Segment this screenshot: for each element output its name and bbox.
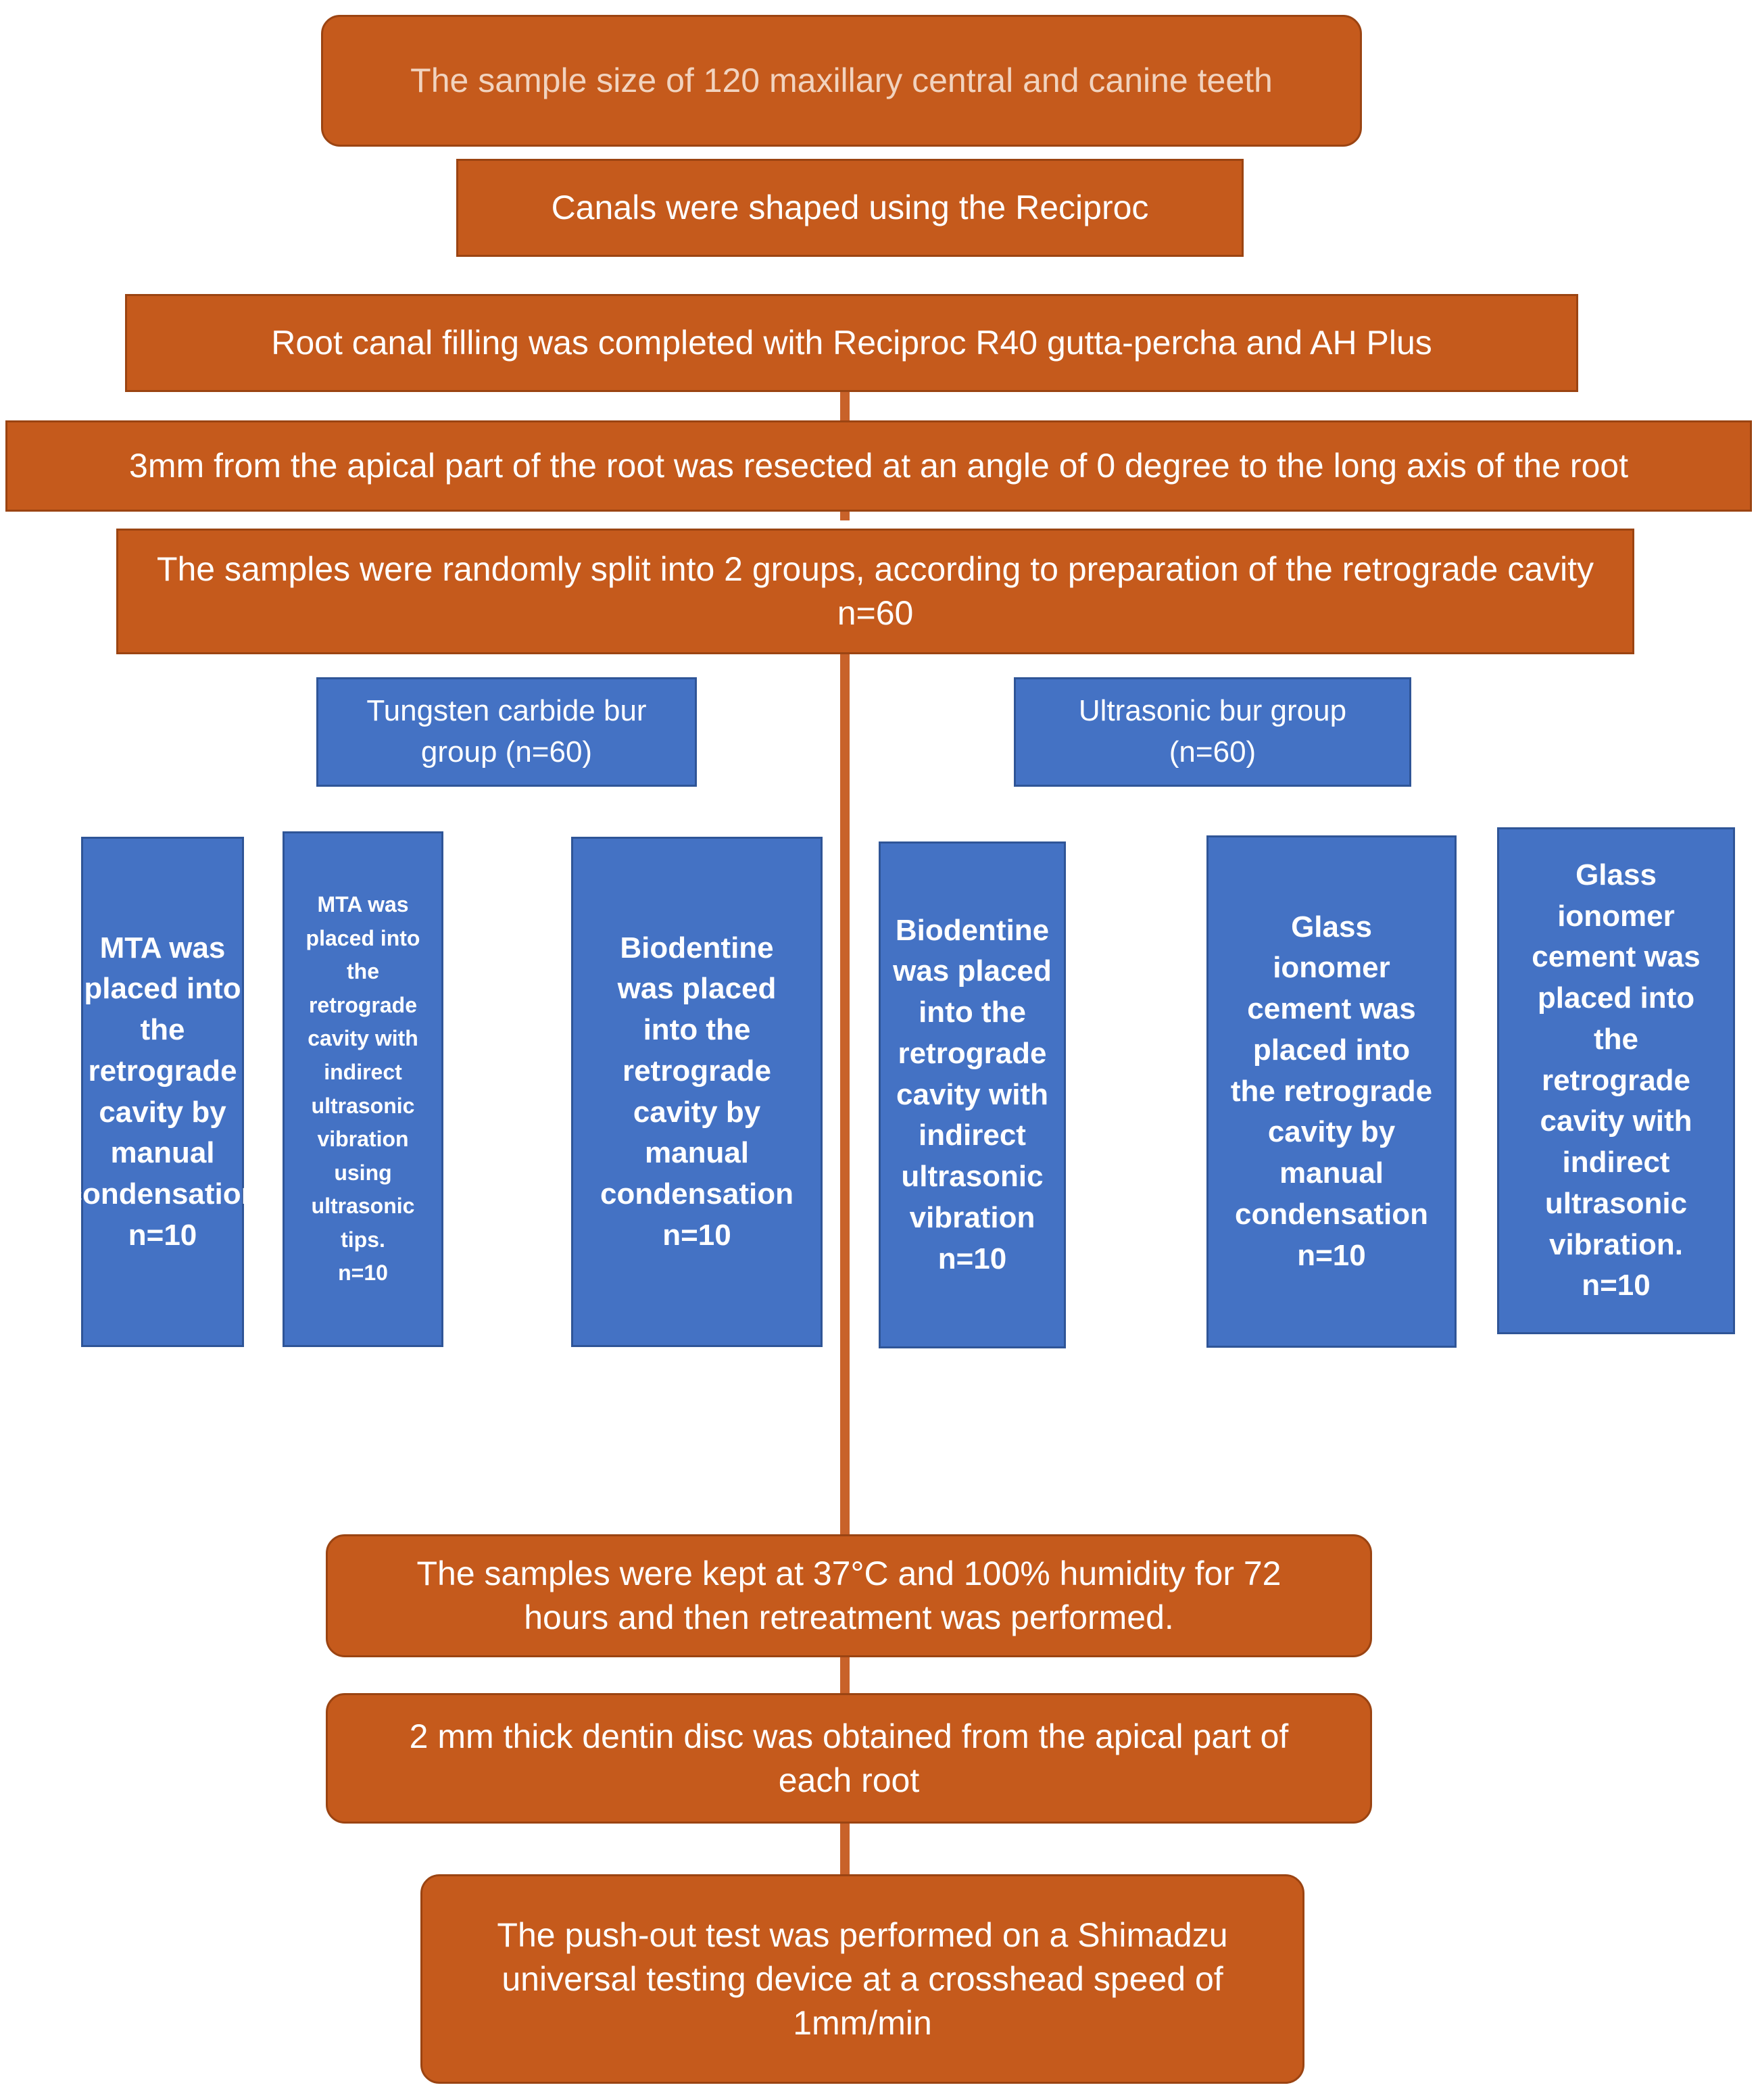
subgroup-gic-manual-text: Glass ionomer cement was placed into the… bbox=[1230, 910, 1433, 1231]
subgroup-mta-manual-text: MTA was placed into the retrograde cavit… bbox=[66, 931, 260, 1211]
subgroup-gic-ultrasonic-text: Glass ionomer cement was placed into the… bbox=[1532, 858, 1701, 1261]
subgroup-mta-ultrasonic: MTA was placed into the retrograde cavit… bbox=[283, 831, 443, 1347]
subgroup-mta-manual-n: n=10 bbox=[128, 1218, 197, 1252]
subgroup-mta-manual: MTA was placed into the retrograde cavit… bbox=[66, 837, 260, 1347]
step-sample-size: The sample size of 120 maxillary central… bbox=[321, 15, 1362, 147]
subgroup-biodentine-manual-n: n=10 bbox=[662, 1218, 731, 1252]
subgroup-biodentine-manual: Biodentine was placed into the retrograd… bbox=[571, 837, 823, 1347]
connector-line-main bbox=[840, 635, 850, 1595]
subgroup-mta-ultrasonic-n: n=10 bbox=[338, 1261, 388, 1286]
subgroup-biodentine-ultrasonic-n: n=10 bbox=[937, 1242, 1007, 1275]
subgroup-gic-manual: Glass ionomer cement was placed into the… bbox=[1206, 835, 1457, 1348]
step-storage-retreatment: The samples were kept at 37°C and 100% h… bbox=[326, 1534, 1372, 1657]
group-tungsten-carbide-bur: Tungsten carbide bur group (n=60) bbox=[316, 677, 697, 787]
step-canal-shaping: Canals were shaped using the Reciproc bbox=[456, 159, 1244, 257]
subgroup-mta-ultrasonic-text: MTA was placed into the retrograde cavit… bbox=[306, 892, 420, 1252]
step-push-out-test: The push-out test was performed on a Shi… bbox=[420, 1874, 1304, 2084]
subgroup-biodentine-ultrasonic: Biodentine was placed into the retrograd… bbox=[879, 841, 1066, 1348]
step-dentin-disc: 2 mm thick dentin disc was obtained from… bbox=[326, 1693, 1372, 1824]
subgroup-gic-ultrasonic-n: n=10 bbox=[1582, 1269, 1651, 1302]
subgroup-gic-ultrasonic: Glass ionomer cement was placed into the… bbox=[1497, 827, 1735, 1334]
subgroup-gic-manual-n: n=10 bbox=[1297, 1238, 1366, 1272]
subgroup-biodentine-ultrasonic-text: Biodentine was placed into the retrograd… bbox=[893, 913, 1052, 1234]
subgroup-biodentine-manual-text: Biodentine was placed into the retrograd… bbox=[600, 931, 794, 1211]
group-ultrasonic-bur: Ultrasonic bur group (n=60) bbox=[1014, 677, 1411, 787]
step-apical-resection: 3mm from the apical part of the root was… bbox=[5, 420, 1752, 512]
step-canal-filling: Root canal filling was completed with Re… bbox=[125, 294, 1578, 392]
step-random-split: The samples were randomly split into 2 g… bbox=[116, 529, 1634, 654]
